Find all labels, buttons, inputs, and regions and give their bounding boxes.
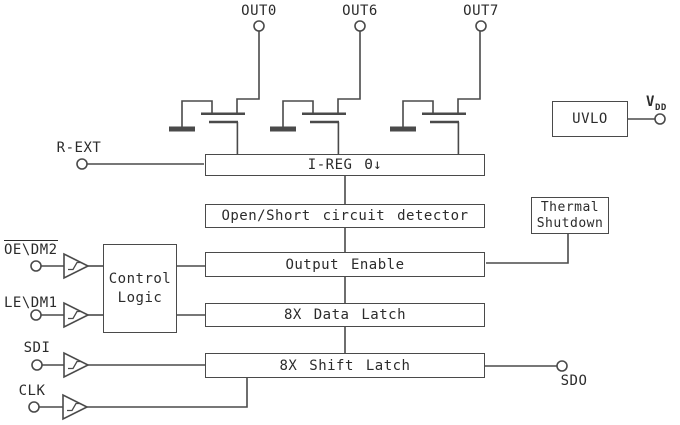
pin-label-vdd-subscript: DD — [654, 102, 667, 113]
block-thermal-shutdown-line2: Shutdown — [536, 215, 604, 231]
pin-label-out6: OUT6 — [342, 3, 378, 19]
pin-label-rext: R-EXT — [56, 140, 102, 156]
block-current-regulator-label: I-REG Θ↓ — [307, 157, 383, 173]
pin-terminal-sdo — [556, 360, 568, 372]
schmitt-buffer-le-icon — [63, 301, 90, 329]
block-control-logic-line2: Logic — [117, 289, 163, 306]
pin-terminal-sdi — [31, 359, 43, 371]
pin-terminal-clk — [28, 401, 40, 413]
pin-terminal-out7 — [475, 20, 487, 32]
block-shift-latch-label: 8X Shift Latch — [279, 357, 411, 374]
block-current-regulator: I-REG Θ↓ — [205, 154, 485, 176]
pin-label-out0: OUT0 — [241, 3, 277, 19]
pin-terminal-rext — [76, 158, 88, 170]
pin-label-vdd-base: V — [646, 94, 655, 110]
schmitt-buffer-sdi-icon — [63, 351, 90, 379]
block-thermal-shutdown-line1: Thermal — [540, 199, 600, 215]
block-data-latch: 8X Data Latch — [205, 303, 485, 327]
block-shift-latch: 8X Shift Latch — [205, 353, 485, 378]
mosfet-symbol-out7 — [390, 31, 481, 154]
pin-label-sdo: SDO — [560, 373, 588, 389]
block-output-enable-label: Output Enable — [285, 256, 405, 273]
block-control-logic-line1: Control — [108, 270, 172, 287]
pin-terminal-out6 — [354, 20, 366, 32]
pin-label-sdi: SDI — [23, 340, 51, 356]
pin-label-le-dm1: LE\DM1 — [4, 295, 58, 311]
schmitt-buffer-oe-icon — [63, 252, 90, 280]
pin-terminal-oe — [30, 260, 42, 272]
pin-terminal-le — [30, 309, 42, 321]
block-uvlo: UVLO — [552, 101, 628, 137]
wire-clk-buffer-to-shift-latch — [87, 378, 248, 408]
schmitt-buffer-clk-icon — [62, 393, 89, 421]
block-thermal-shutdown: Thermal Shutdown — [531, 197, 609, 234]
pin-label-oe-dm2-text: OE\DM2 — [4, 240, 58, 258]
pin-label-out7: OUT7 — [463, 3, 499, 19]
block-uvlo-label: UVLO — [572, 111, 608, 127]
pin-terminal-out0 — [253, 20, 265, 32]
pin-terminal-vdd — [654, 113, 666, 125]
block-control-logic: Control Logic — [103, 244, 177, 333]
block-open-short-detector-label: Open/Short circuit detector — [221, 208, 469, 224]
mosfet-symbol-out6 — [270, 31, 361, 154]
mosfet-symbol-out0 — [169, 31, 260, 154]
block-output-enable: Output Enable — [205, 252, 485, 277]
pin-label-oe-dm2: OE\DM2 — [4, 240, 58, 258]
pin-label-vdd: VDD — [646, 94, 667, 113]
pin-label-clk: CLK — [18, 383, 46, 399]
block-open-short-detector: Open/Short circuit detector — [205, 204, 485, 228]
wire-thermal-to-output-enable — [486, 234, 569, 264]
block-data-latch-label: 8X Data Latch — [283, 307, 407, 323]
